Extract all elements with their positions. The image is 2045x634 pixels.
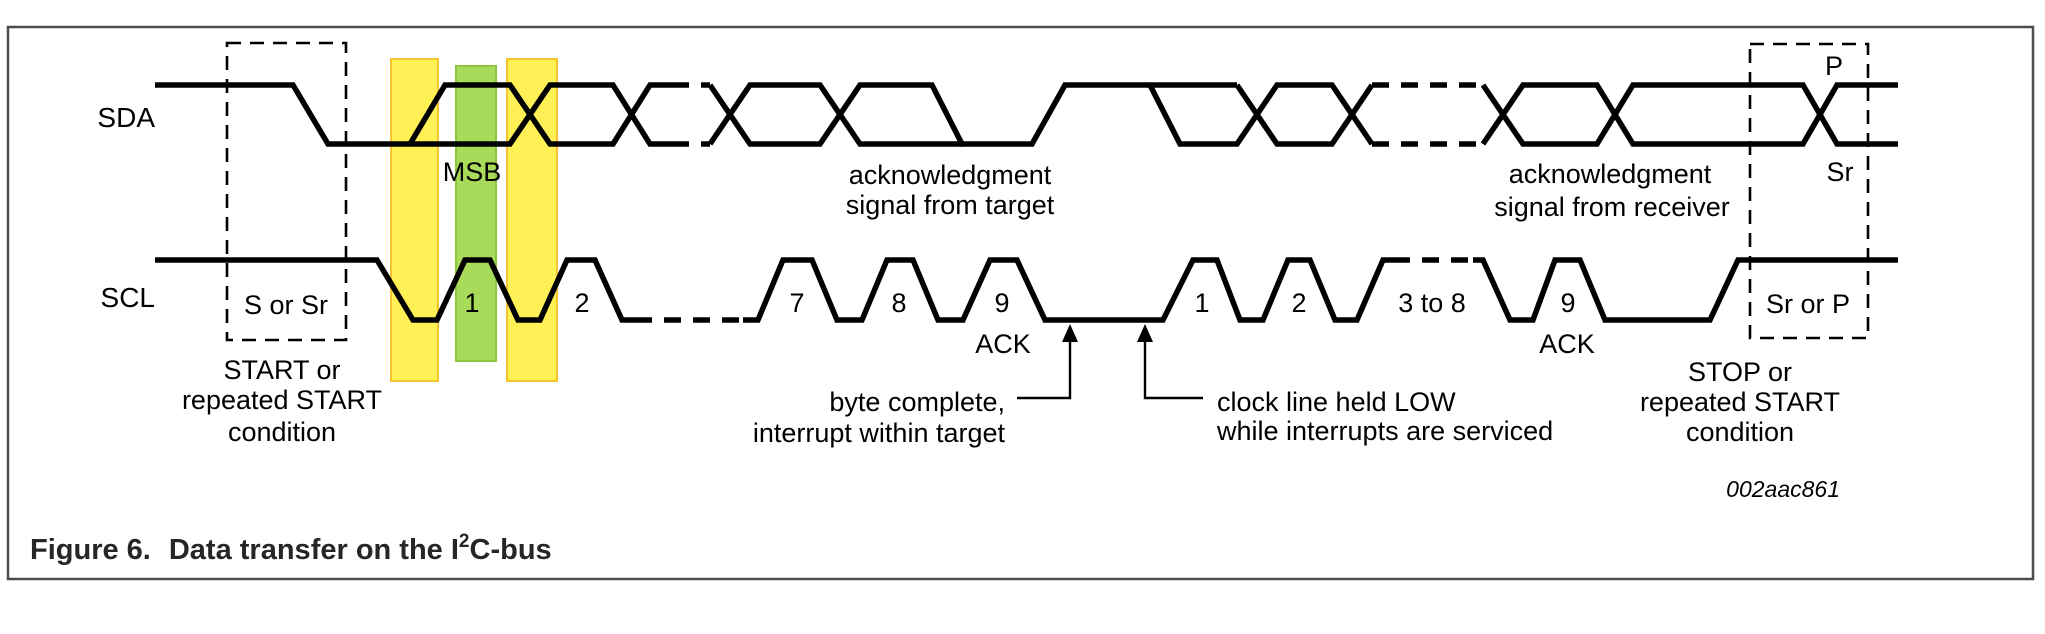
scl-pulse-label: 9 xyxy=(994,288,1009,318)
start-caption-line3: condition xyxy=(228,417,336,447)
figure-caption: Figure 6. Data transfer on the I2C-bus xyxy=(30,531,552,566)
figure-caption-prefix: Figure 6. xyxy=(30,534,151,566)
stop-condition-box xyxy=(1748,42,1870,340)
byte-complete-line2: interrupt within target xyxy=(753,418,1006,448)
scl-pulse-label: 8 xyxy=(891,288,906,318)
ack-receiver-line2: signal from receiver xyxy=(1494,192,1730,222)
start-condition-box xyxy=(225,41,348,342)
stop-caption-line1: STOP or xyxy=(1688,357,1792,387)
start-box-label: S or Sr xyxy=(244,290,328,320)
scl-pulse-label: 3 to 8 xyxy=(1398,288,1466,318)
byte-complete-line1: byte complete, xyxy=(829,387,1005,417)
figure-caption-title-end: C-bus xyxy=(470,534,552,566)
stop-box-label: Sr or P xyxy=(1766,289,1850,319)
stop-caption-line3: condition xyxy=(1686,417,1794,447)
stop-caption-line2: repeated START xyxy=(1640,387,1840,417)
ack-target-line1: acknowledgment xyxy=(849,160,1052,190)
figure-border xyxy=(6,25,2035,581)
scl-waveform xyxy=(155,257,1898,323)
start-caption-line1: START or xyxy=(223,355,340,385)
sr-label: Sr xyxy=(1827,157,1854,187)
msb-label: MSB xyxy=(443,157,502,187)
scl-pulse-label: 2 xyxy=(1291,288,1306,318)
scl-pulse-label: 1 xyxy=(1194,288,1209,318)
figure-reference-code: 002aac861 xyxy=(1726,476,1840,502)
ack-target-line2: signal from target xyxy=(846,190,1055,220)
scl-pulse-label: 2 xyxy=(574,288,589,318)
figure-caption-title: Data transfer on the I xyxy=(169,534,459,566)
ack-label-1: ACK xyxy=(975,329,1031,359)
scl-pulse-label: 1 xyxy=(464,288,479,318)
scl-pulse-label: 9 xyxy=(1560,288,1575,318)
highlight-bar-green-msb xyxy=(455,65,497,362)
start-caption-line2: repeated START xyxy=(182,385,382,415)
byte-complete-arrow xyxy=(1017,324,1078,400)
figure-caption-superscript: 2 xyxy=(459,531,470,552)
scl-signal-label: SCL xyxy=(101,282,155,313)
sda-signal-label: SDA xyxy=(97,102,155,133)
p-label: P xyxy=(1825,51,1843,81)
clock-held-arrow xyxy=(1137,324,1203,400)
clock-held-line1: clock line held LOW xyxy=(1217,387,1456,417)
clock-held-line2: while interrupts are serviced xyxy=(1216,416,1553,446)
scl-pulse-label: 7 xyxy=(789,288,804,318)
ack-label-2: ACK xyxy=(1539,329,1595,359)
sda-waveform xyxy=(155,82,1898,147)
ack-receiver-line1: acknowledgment xyxy=(1509,159,1712,189)
